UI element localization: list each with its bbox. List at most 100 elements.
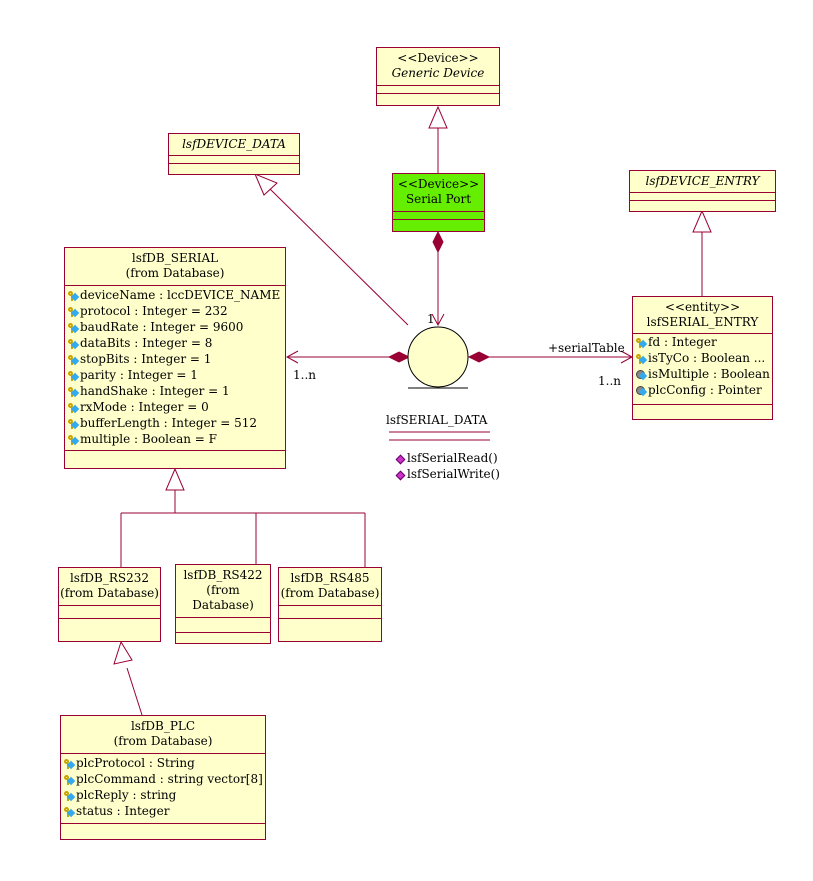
role-label: +serialTable [548,341,625,355]
stereotype-label: <<Device>> [397,51,479,65]
attribute-compartment: fd : Integer isTyCo : Boolean ... isMult… [633,333,772,398]
class-name: Generic Device [391,66,485,80]
class-lsf-serial-entry[interactable]: <<entity>> lsfSERIAL_ENTRY fd : Integer … [632,296,773,420]
class-lsf-device-entry[interactable]: lsfDEVICE_ENTRY [629,170,776,212]
package-label: (from Database) [280,586,380,600]
attribute-row: isTyCo : Boolean ... [633,350,772,366]
attribute-compartment [630,192,775,200]
generalization-line-plc [126,667,143,716]
arrowhead-dbserial [285,350,299,364]
multiplicity-label: 1..n [598,374,621,388]
class-lsfdb-rs485[interactable]: lsfDB_RS485 (from Database) [278,567,382,642]
public-attribute-icon [68,418,80,429]
package-label: (from Database) [192,583,254,612]
attribute-compartment [176,617,270,632]
class-name: lsfDB_SERIAL [131,251,219,265]
attribute-row: dataBits : Integer = 8 [65,335,285,351]
generalization-arrow-genericdevice [428,105,448,129]
public-attribute-icon [68,354,80,365]
public-attribute-icon [68,370,80,381]
attribute-row: plcProtocol : String [61,755,265,771]
attribute-compartment [393,211,484,219]
attribute-compartment [377,85,499,93]
operation-icon [395,454,406,464]
attribute-row: plcConfig : Pointer [633,382,772,398]
attribute-compartment [279,605,381,618]
operation-compartment [65,450,285,451]
attribute-row: plcReply : string [61,787,265,803]
package-label: (from Database) [60,586,159,600]
attribute-row: handShake : Integer = 1 [65,383,285,399]
attribute-row: rxMode : Integer = 0 [65,399,285,415]
public-attribute-icon [64,774,76,785]
attribute-row: bufferLength : Integer = 512 [65,415,285,431]
operation-compartment [61,823,265,824]
public-attribute-icon [64,790,76,801]
interface-name-serialdata[interactable]: lsfSERIAL_DATA [386,413,488,427]
class-name: lsfDB_RS422 [183,568,263,582]
attribute-compartment: deviceName : lccDEVICE_NAME protocol : I… [65,285,285,447]
class-lsfdb-rs232[interactable]: lsfDB_RS232 (from Database) [58,567,161,642]
class-name: lsfDB_PLC [130,719,196,733]
stereotype-label: <<entity>> [664,300,741,314]
generalization-arrow-rs232 [113,640,133,665]
multiplicity-label: 1 [427,312,435,326]
operation-compartment [176,632,270,633]
package-label: (from Database) [113,734,213,748]
operation-compartment [633,404,772,405]
class-name: lsfDEVICE_DATA [182,137,286,151]
operation-compartment [630,200,775,201]
public-attribute-icon [68,434,80,445]
public-attribute-icon [68,338,80,349]
public-attribute-icon [68,386,80,397]
generalization-arrow-deviceentry [692,209,712,233]
attribute-compartment: plcProtocol : String plcCommand : string… [61,753,265,819]
class-generic-device[interactable]: <<Device>> Generic Device [376,47,500,106]
key-icon [636,353,648,364]
attribute-row: deviceName : lccDEVICE_NAME [65,287,285,303]
public-attribute-icon [68,402,80,413]
interface-circle-serialdata [407,326,469,388]
attribute-row: baudRate : Integer = 9600 [65,319,285,335]
generalization-arrow-devicedata [254,173,278,196]
arrowhead-interface [431,313,445,327]
operation-compartment [59,618,160,619]
composition-diamond-serialport [432,230,444,254]
multiplicity-label: 1..n [293,368,316,382]
attribute-row: status : Integer [61,803,265,819]
class-name: lsfDB_RS232 [69,571,150,585]
operation-icon [395,470,406,480]
generalization-arrow-dbserial [165,467,185,491]
attribute-row: fd : Integer [633,334,772,350]
attribute-row: stopBits : Integer = 1 [65,351,285,367]
class-lsfdb-serial[interactable]: lsfDB_SERIAL (from Database) deviceName … [64,247,286,469]
operation-compartment [279,618,381,619]
attribute-compartment [59,605,160,618]
public-attribute-icon [64,806,76,817]
attribute-row: plcCommand : string vector[8] [61,771,265,787]
operation-compartment [377,93,499,94]
lock-icon [636,385,648,396]
class-name: Serial Port [405,192,472,206]
attribute-row: parity : Integer = 1 [65,367,285,383]
stereotype-label: <<Device>> [397,177,480,191]
class-lsfdb-rs422[interactable]: lsfDB_RS422 (from Database) [175,564,271,644]
class-name: lsfSERIAL_ENTRY [646,315,759,329]
public-attribute-icon [64,758,76,769]
operation-compartment [393,219,484,220]
key-icon [636,337,648,348]
class-lsf-device-data[interactable]: lsfDEVICE_DATA [168,133,300,175]
operation-compartment [169,163,299,164]
operation-row[interactable]: lsfSerialWrite() [395,467,500,481]
operation-row[interactable]: lsfSerialRead() [395,451,498,465]
class-name: lsfDEVICE_ENTRY [645,174,760,188]
package-label: (from Database) [125,266,225,280]
class-serial-port[interactable]: <<Device>> Serial Port [392,173,485,232]
attribute-compartment [169,155,299,163]
composition-diamond-serialentry [467,351,491,363]
class-lsfdb-plc[interactable]: lsfDB_PLC (from Database) plcProtocol : … [60,715,266,840]
public-attribute-icon [68,290,80,301]
generalization-line-devicedata [269,188,409,326]
class-name: lsfDB_RS485 [290,571,370,585]
